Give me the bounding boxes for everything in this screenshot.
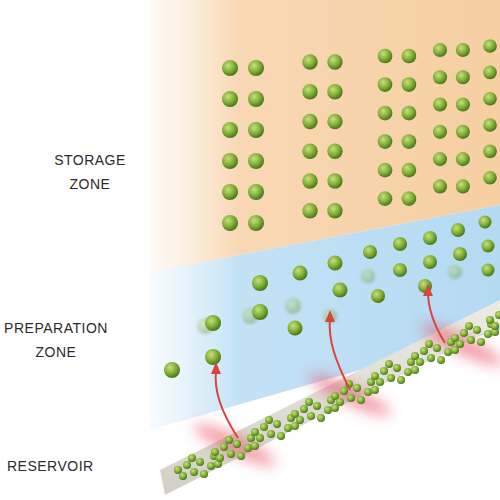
- reservoir-bar: [160, 300, 500, 495]
- preparation-atoms: [164, 216, 495, 379]
- reservoir-atoms: [174, 302, 500, 480]
- zone-label: RESERVOIR: [7, 454, 137, 478]
- zone-label: STORAGE ZONE: [40, 148, 140, 196]
- laser-beams: [190, 318, 500, 472]
- zone-label: PREPARATION ZONE: [0, 316, 112, 364]
- storage-atoms: [222, 39, 500, 231]
- transfer-arrows: [216, 292, 445, 438]
- arrow-heads: [211, 284, 433, 374]
